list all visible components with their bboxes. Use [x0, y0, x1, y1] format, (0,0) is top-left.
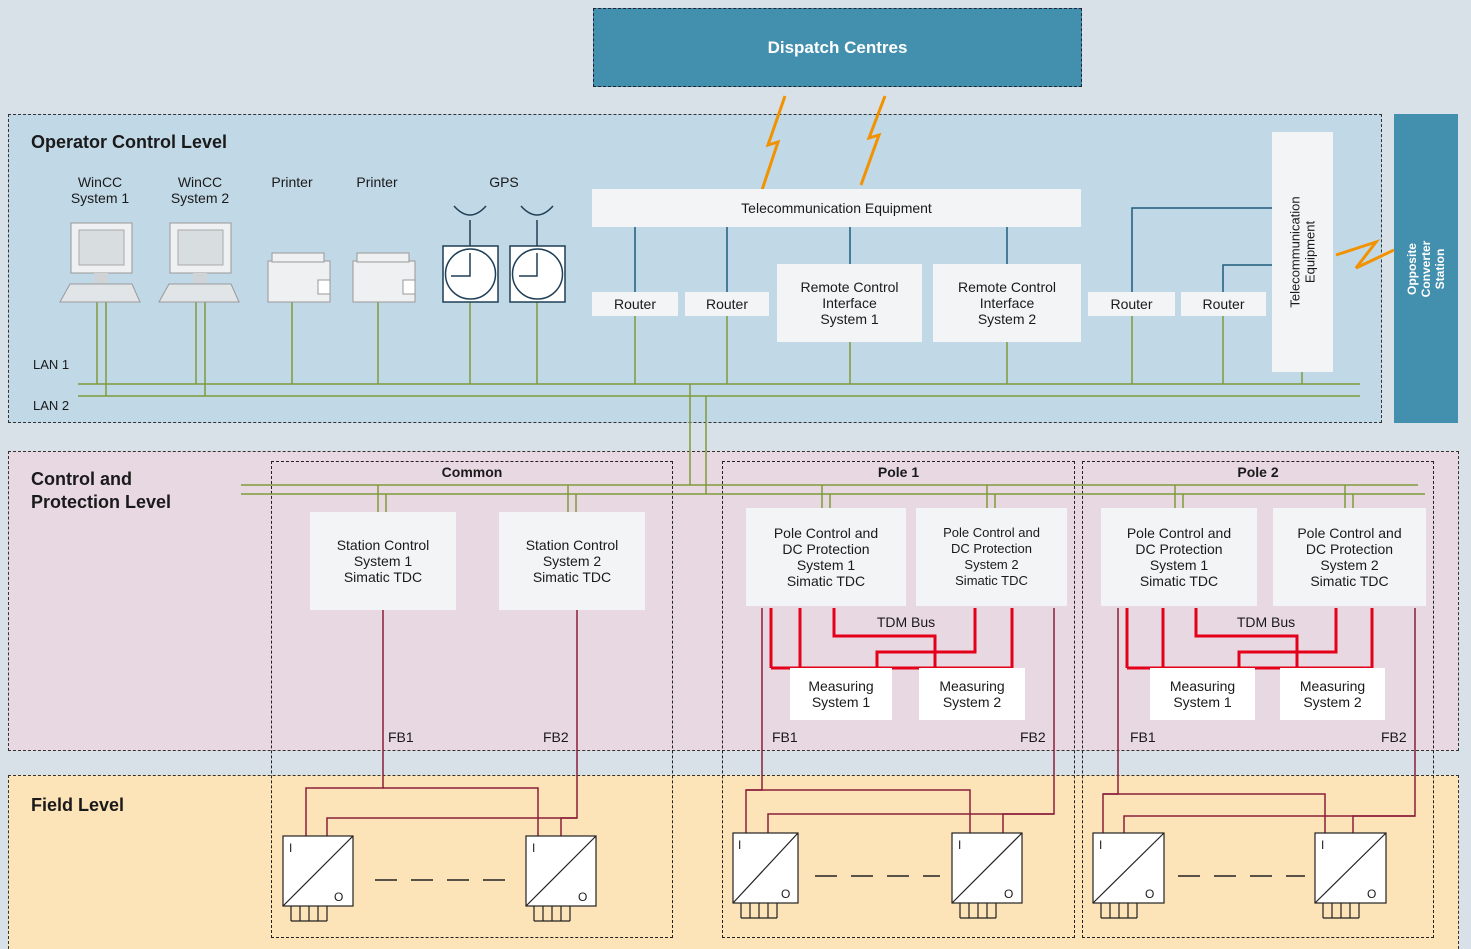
module-in-label: I — [958, 838, 962, 852]
measuring-1-box: Measuring System 1 — [790, 668, 892, 720]
operator-level-title: Operator Control Level — [31, 132, 228, 152]
router-label: Router — [613, 296, 657, 312]
router-box: Router — [592, 292, 678, 316]
measuring-1-box: Measuring System 1 — [1150, 668, 1255, 720]
station-control-1-box: Station Control System 1 Simatic TDC — [310, 512, 456, 610]
wincc-1-label: WinCC System 1 — [70, 174, 130, 206]
module-out-label: O — [1004, 887, 1014, 901]
measuring-2-box: Measuring System 2 — [919, 668, 1025, 720]
lan1-label: LAN 1 — [33, 357, 70, 372]
pole1-control-2-label: Pole Control and DC Protection System 2 … — [943, 525, 1040, 588]
dispatch-centres-label: Dispatch Centres — [767, 37, 908, 57]
tdm-bus-label: TDM Bus — [1226, 614, 1306, 630]
signal-bolt-icon — [760, 95, 787, 191]
fb2-label: FB2 — [1381, 729, 1407, 745]
module-out-label: O — [781, 887, 791, 901]
field-level-title: Field Level — [31, 795, 125, 815]
module-out-label: O — [578, 890, 588, 904]
pole2-control-2-label: Pole Control and DC Protection System 2 … — [1297, 525, 1402, 589]
rci-1-box: Remote Control Interface System 1 — [777, 264, 922, 342]
pole2-control-1-box: Pole Control and DC Protection System 1 … — [1101, 508, 1257, 606]
opposite-station-box: Opposite Converter Station — [1394, 114, 1458, 423]
station-control-2-label: Station Control System 2 Simatic TDC — [525, 537, 619, 585]
module-in-label: I — [738, 838, 742, 852]
wincc-2-label: WinCC System 2 — [170, 174, 230, 206]
router-box: Router — [1181, 292, 1266, 316]
group-pole1-title: Pole 1 — [877, 464, 920, 480]
module-in-label: I — [1099, 838, 1103, 852]
measuring-1-label: Measuring System 1 — [808, 678, 874, 710]
group-pole2-frame — [1082, 461, 1434, 938]
printer-2-label: Printer — [356, 174, 398, 190]
printer-icon — [267, 252, 416, 303]
group-pole1-frame — [722, 461, 1075, 938]
fb2-label: FB2 — [543, 729, 569, 745]
router-label: Router — [1110, 296, 1153, 312]
workstation-icon — [59, 222, 240, 303]
measuring-2-label: Measuring System 2 — [1299, 678, 1366, 710]
signal-bolt-icon — [859, 95, 887, 186]
station-control-2-box: Station Control System 2 Simatic TDC — [499, 512, 645, 610]
router-box: Router — [1088, 292, 1175, 316]
router-label: Router — [705, 296, 749, 312]
router-label: Router — [1202, 296, 1245, 312]
module-in-label: I — [289, 841, 293, 855]
fb1-label: FB1 — [1130, 729, 1156, 745]
io-module-icon — [282, 832, 1387, 907]
rci-2-label: Remote Control Interface System 2 — [957, 279, 1057, 327]
gps-label: GPS — [489, 174, 519, 190]
control-level-title: Control and Protection Level — [31, 469, 172, 512]
pole2-control-1-label: Pole Control and DC Protection System 1 … — [1126, 525, 1232, 589]
rci-2-box: Remote Control Interface System 2 — [933, 264, 1081, 342]
group-common-title: Common — [441, 464, 503, 480]
rci-1-label: Remote Control Interface System 1 — [800, 279, 899, 327]
module-in-label: I — [1321, 838, 1325, 852]
telecom-equipment-vertical-box: Telecommunication Equipment — [1272, 132, 1333, 372]
router-box: Router — [685, 292, 769, 316]
lan2-label: LAN 2 — [33, 398, 70, 413]
dispatch-centres-box: Dispatch Centres — [593, 8, 1082, 87]
module-out-label: O — [1145, 887, 1155, 901]
pole1-control-2-box: Pole Control and DC Protection System 2 … — [916, 508, 1067, 606]
module-out-label: O — [334, 890, 344, 904]
pole2-control-2-box: Pole Control and DC Protection System 2 … — [1273, 508, 1426, 606]
telecom-equipment-label: Telecommunication Equipment — [741, 200, 932, 216]
operator-level-band — [8, 114, 1382, 423]
module-out-label: O — [1367, 887, 1377, 901]
fb1-label: FB1 — [772, 729, 798, 745]
fb2-label: FB2 — [1020, 729, 1046, 745]
measuring-2-label: Measuring System 2 — [939, 678, 1005, 710]
station-control-1-label: Station Control System 1 Simatic TDC — [336, 537, 430, 585]
group-pole2-title: Pole 2 — [1237, 464, 1279, 480]
telecom-equipment-vertical-label: Telecommunication Equipment — [1287, 196, 1318, 308]
module-in-label: I — [532, 841, 536, 855]
fb1-label: FB1 — [388, 729, 414, 745]
tdm-bus-label: TDM Bus — [866, 614, 946, 630]
measuring-1-label: Measuring System 1 — [1169, 678, 1236, 710]
telecom-equipment-box: Telecommunication Equipment — [592, 189, 1081, 227]
pole1-control-1-box: Pole Control and DC Protection System 1 … — [746, 508, 906, 606]
pole1-control-1-label: Pole Control and DC Protection System 1 … — [773, 525, 879, 589]
printer-1-label: Printer — [271, 174, 313, 190]
group-common-frame — [271, 461, 673, 938]
signal-bolt-icon — [1335, 239, 1395, 270]
measuring-2-box: Measuring System 2 — [1280, 668, 1385, 720]
